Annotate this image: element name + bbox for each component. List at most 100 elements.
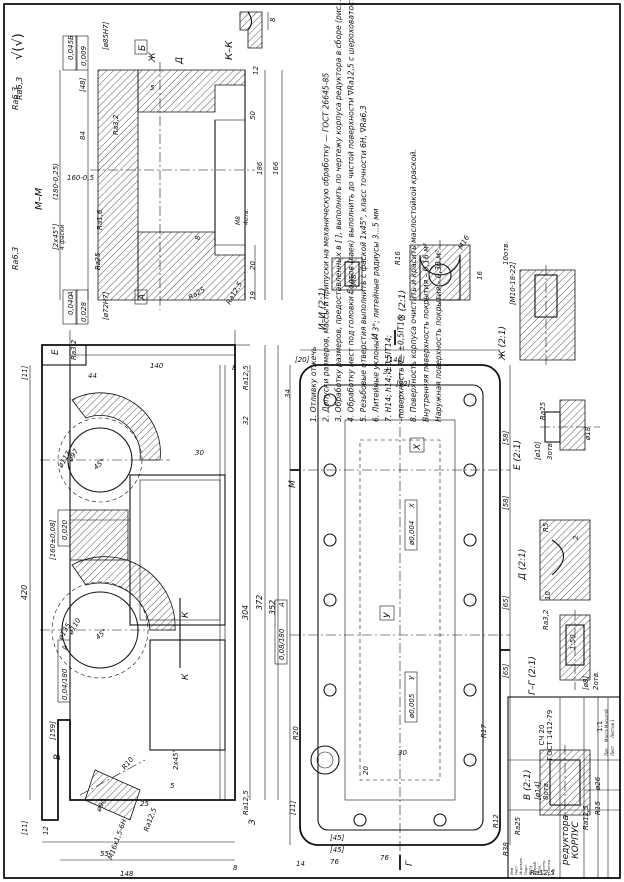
part-name-2: редуктора [561,815,571,866]
title-block-row-label: Т.контр. [542,859,546,876]
bolt-hole [353,813,367,827]
roughness-ra125: Ra12,5 [142,806,158,832]
tv-32a: 32 [383,368,392,376]
front_view-dims-height_352: 352 [268,600,277,615]
dim-44: 44 [88,372,97,380]
section_mm-dims-d_ra63b: Ra6,3 [11,87,20,110]
top_view-dims-d_11: [11] [289,800,297,815]
front_view-dims-bore_pitch: [160±0,08] [49,519,57,560]
title-block-row-label: Лист [515,866,519,875]
dim-30: 30 [195,449,204,457]
front_view-dims-d_32: 32 [242,416,250,425]
bolt-hole [323,683,337,697]
section_mm-datum_b: Б [138,45,148,51]
section_mm-dims-d_72: [ø72Н7] [102,291,110,320]
title-block-row-label: Изм [510,867,514,875]
front_view-dims-d_r2: Ra12,5 [242,790,250,815]
dim-160: 160-0,5 [67,174,95,182]
bolt-hole [323,533,337,547]
roughness-general-symbol: √(√) [11,33,26,60]
dim-55: 55 [100,850,109,858]
note-line: 2. Допуски размеров, массы и припуски на… [322,73,331,422]
section_mm-tol_b_base: Б [67,35,75,40]
tv-14: 14 [296,860,305,868]
section_mm-dims-d_8: 8 [194,235,202,240]
detail_gg-slope: 1:50 [569,634,577,650]
label-3: З [248,819,258,825]
section_mm-dims-d_12: 12 [252,66,260,75]
top_view-tol_perp: 0,08/180 [278,628,286,660]
section_mm-dims-d_84: 84 [79,131,87,140]
detail_e-d18: ø18 [584,426,592,441]
note-line: 4. Обработку мест под головки болтов (га… [347,0,356,422]
label-e: Е [51,349,61,355]
label-d: Д [175,57,185,65]
bolt-hole [463,533,477,547]
detail-i-i: И–И (2:1) М8 [318,255,363,330]
front_view-dims-height_372: 372 [255,595,264,610]
col-sheet: Лист [610,745,615,756]
sheet-frame [3,3,621,879]
detail_ii-thread: М8 [350,274,358,285]
tv-76b: 76 [330,858,339,866]
section_mm-dims-d_85: [ø85Н7] [102,21,110,50]
top_view-dims-d_r38: R38 [502,842,510,856]
section_mm-dims-d_20: 20 [249,261,257,270]
radius-r10: R10 [120,755,135,771]
bolt-hole [463,593,477,607]
detail_v-r15: R15 [594,801,602,815]
top_view-dims-d_65b: [65] [502,663,510,678]
front_view-dims-d_34: 34 [284,389,292,398]
detail_e-ra: Ra25 [539,401,547,420]
top_view-dims-d_r20: R20 [292,726,300,740]
material: СЧ 20 [538,725,546,746]
tv-20: [20] [295,356,310,364]
dim-148: 148 [120,870,134,878]
detail_v-title: В (2:1) [523,769,533,800]
top_view-pos2: ø0,005 [408,693,416,719]
bolt-hole [463,683,477,697]
note-line: Внутренняя поверхность покрытия – 0,16 м… [422,243,431,422]
note-line: 5. Резьбовые отверстия выполнить с фаско… [359,105,368,422]
top_view-sec_g: Г [405,860,415,866]
top_view-sec_i: И [371,333,381,340]
section_mm-tol_a: 0,040 [67,294,75,315]
detail_d-d2: 2 [572,535,580,540]
roughness-main: Ra6,3 [15,77,24,100]
top_view-dims-d_58a: [58] [502,430,510,445]
detail_zh-n: 10отв. [502,241,510,265]
detail_d-title: Д (2:1) [518,549,528,581]
detail_e-title: Е (2:1) [513,440,523,470]
roughness-ra32: Ra3,2 [70,339,78,360]
parallel-frame [57,639,71,703]
top_view-tol_perp_base: А [278,602,286,608]
bolt-hole [463,393,477,407]
detail_zh-title: Ж (2:1) [498,326,508,361]
bolt-hole [323,593,337,607]
top_view-dims-d_r12: R12 [492,814,500,828]
part-name: КОРПУС [571,821,581,859]
section-k-k: К–К8 [224,11,277,60]
dim-8a: 8 [232,364,237,372]
section_mm-dims-d_186: 186 [256,161,264,175]
dim-140: 140 [150,362,164,370]
section_mm-dims-d_ra32: Ra3,2 [112,114,120,135]
detail_gg-ra: Ra3,2 [542,609,550,630]
col-mass: Масса [604,729,609,742]
title-block: КОРПУС редуктора СЧ 20 ГОСТ 1412-79 1:1 … [507,696,621,879]
top_view-pos2_base: У [408,675,416,680]
front_view-dims-d_11a: [11] [21,365,29,380]
datum-b-box [134,39,148,55]
note-line: 7. H14; h14; ±0,5IT14; [384,335,393,422]
detail_e-n: 3отв. [546,441,554,460]
detail_zh-spec: [М10-18-22] [509,261,517,305]
top_view-pos1: ø0,004 [408,521,416,546]
detail_gg-title: Г–Г (2:1) [528,656,538,695]
section_mm-dims-d_4otv: 4отв. [243,208,250,225]
detail_ii-title: И–И (2:1) [318,288,328,330]
section_mm-dims-d_50: 50 [249,111,257,120]
